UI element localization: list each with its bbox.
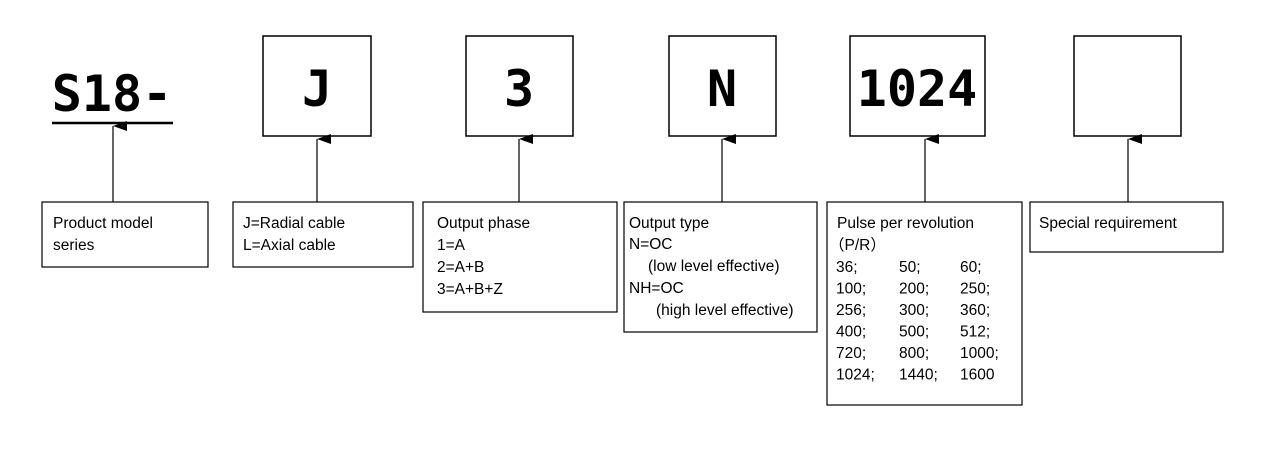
desc-output-type-line: (high level effective) [656,302,794,319]
desc-phase-line: Output phase [437,215,530,232]
code-pulse-text: 1024 [857,60,977,118]
pulse-value-cell: 1600 [960,367,995,384]
code-phase-text: 3 [504,60,534,118]
desc-cable-line: L=Axial cable [243,237,336,254]
desc-special: Special requirement [1029,201,1224,253]
pulse-value-cell: 1000; [960,345,999,362]
pulse-value-cell: 250; [960,281,990,298]
pulse-value-cell: 200; [899,281,929,298]
desc-box-pulse [826,201,1023,406]
desc-phase-line: 2=A+B [437,259,484,276]
desc-output-type-line: N=OC [629,236,673,253]
desc-output-type-line: NH=OC [629,280,684,297]
pulse-value-cell: 400; [836,324,866,341]
pulse-value-cell: 50; [899,259,921,276]
pulse-value-cell: 36; [836,259,858,276]
connector-arrows [112,121,1142,202]
code-output-type-text: N [707,60,737,118]
code-cable-text: J [302,60,332,118]
desc-pulse-line: （P/R） [829,237,886,254]
desc-pulse-line: Pulse per revolution [837,215,974,232]
desc-box-series [41,201,209,268]
code-segment-cable: J [262,35,372,137]
desc-pulse: Pulse per revolution （P/R） 36; 50; 60; 100;… [826,201,1023,406]
code-box-pulse [849,35,986,137]
desc-phase-line: 1=A [437,237,466,254]
desc-output-type-line: Output type [629,215,709,232]
desc-cable: J=Radial cable L=Axial cable [232,201,414,268]
desc-box-special [1029,201,1224,253]
desc-box-cable [232,201,414,268]
pulse-value-cell: 100; [836,281,866,298]
code-segment-output-type: N [668,35,777,137]
pulse-value-cell: 300; [899,302,929,319]
desc-special-line: Special requirement [1039,215,1178,232]
pulse-value-table: 36; 50; 60; 100; 200; 250; 256; 300; 360; 400; 500… [836,259,999,384]
desc-output-type-line: (low level effective) [648,258,780,275]
code-box-special [1073,35,1182,137]
desc-phase: Output phase 1=A 2=A+B 3=A+B+Z [422,201,618,313]
desc-series-line: series [53,237,95,254]
code-segment-series: S18- [52,65,173,125]
code-segment-phase: 3 [465,35,574,137]
desc-cable-line: J=Radial cable [243,215,345,232]
pulse-value-cell: 60; [960,259,982,276]
desc-series: Product model series [41,201,209,268]
pulse-value-cell: 360; [960,302,990,319]
desc-phase-line: 3=A+B+Z [437,281,503,298]
desc-box-phase [422,201,618,313]
desc-output-type: Output type N=OC (low level effective) N… [623,201,818,333]
code-segment-special [1073,35,1182,137]
pulse-value-cell: 500; [899,324,929,341]
code-segment-pulse: 1024 [849,35,986,137]
pulse-value-cell: 1024; [836,367,875,384]
pulse-value-cell: 720; [836,345,866,362]
pulse-value-cell: 512; [960,324,990,341]
pulse-value-cell: 1440; [899,367,938,384]
pulse-value-cell: 800; [899,345,929,362]
code-series-text: S18- [52,65,172,123]
desc-series-line: Product model [53,215,153,232]
pulse-value-cell: 256; [836,302,866,319]
desc-box-output-type [623,201,818,333]
